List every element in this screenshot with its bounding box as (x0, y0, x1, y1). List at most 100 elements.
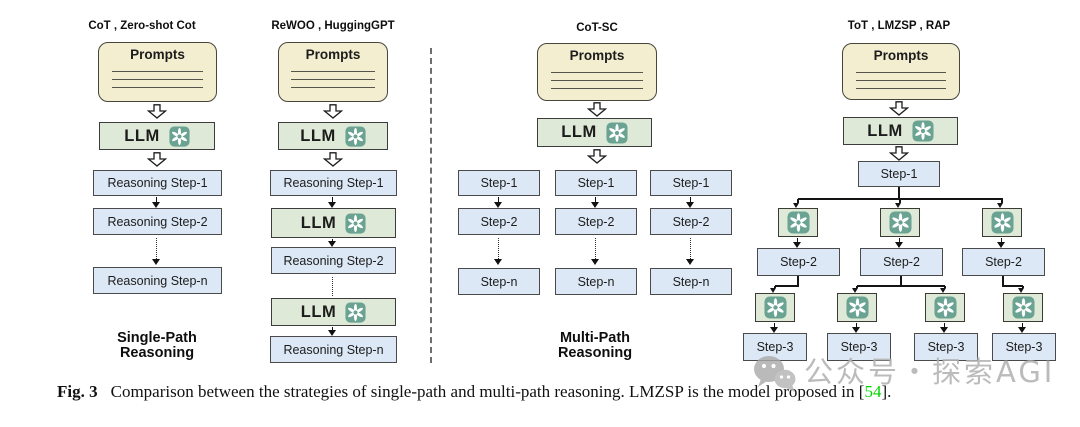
llm-label: LLM (124, 126, 160, 145)
column1-header: CoT , Zero-shot Cot (88, 20, 196, 32)
prompts-label: Prompts (873, 48, 929, 63)
tree-line (775, 285, 799, 287)
llm-icon-box (755, 293, 795, 322)
prompts-box: Prompts (98, 42, 217, 102)
llm-box: LLM (271, 208, 396, 238)
dashed-divider (430, 48, 432, 363)
step-box: Step-1 (858, 161, 940, 187)
arrow-connector (591, 197, 600, 208)
tree-line (798, 198, 1003, 200)
tree-line (797, 276, 799, 285)
step-box: Step-2 (555, 208, 637, 235)
step-box: Step-2 (860, 248, 943, 276)
arrow-connector (1018, 286, 1024, 293)
llm-icon-box (778, 208, 818, 237)
arrow-connector (328, 327, 337, 336)
column4-header: ToT , LMZSP , RAP (847, 20, 951, 32)
down-arrow-icon (323, 104, 343, 119)
arrow-connector (770, 286, 776, 293)
arrow-connector (895, 238, 904, 248)
arrow-connector (895, 199, 901, 208)
tree-line (898, 187, 900, 198)
arrow-connector (940, 323, 949, 333)
arrow-connector (494, 197, 503, 208)
step-box: Step-n (458, 268, 540, 295)
prompt-line (290, 79, 376, 80)
wechat-icon (754, 356, 796, 392)
prompts-label: Prompts (130, 47, 185, 62)
llm-box: LLM (843, 117, 958, 145)
arrow-connector (852, 286, 858, 293)
reasoning-step-box: Reasoning Step-2 (271, 247, 396, 274)
tree-line (900, 276, 902, 285)
llm-box: LLM (99, 122, 215, 150)
down-arrow-icon (323, 152, 343, 167)
llm-label: LLM (867, 121, 903, 140)
step-box: Step-2 (458, 208, 540, 235)
openai-logo-icon (606, 122, 628, 144)
watermark: 公众号・探索AGI (752, 352, 1055, 394)
arrow-connector (770, 323, 779, 333)
step-box: Step-2 (757, 248, 840, 276)
tree-line (1002, 285, 1023, 287)
openai-logo-icon (787, 211, 810, 234)
llm-icon-box (1003, 293, 1043, 322)
dotted-arrow-connector (152, 238, 161, 265)
down-arrow-icon (147, 152, 167, 167)
step-box: Step-3 (992, 333, 1056, 361)
prompts-label: Prompts (569, 48, 625, 63)
llm-icon-box (982, 208, 1022, 237)
column3-header: CoT-SC (576, 22, 618, 34)
llm-box: LLM (278, 122, 388, 150)
tree-line (857, 285, 945, 287)
llm-label: LLM (561, 123, 597, 141)
openai-logo-icon (345, 213, 366, 234)
openai-logo-icon (169, 126, 190, 147)
arrow-connector (940, 286, 946, 293)
reasoning-step-box: Reasoning Step-2 (93, 208, 222, 235)
prompt-line (855, 88, 947, 89)
openai-logo-icon (889, 211, 912, 234)
arrow-connector (686, 197, 695, 208)
step-box: Step-2 (962, 248, 1045, 276)
arrow-connector (852, 323, 861, 333)
openai-logo-icon (345, 302, 366, 323)
down-arrow-icon (889, 101, 909, 116)
multi-path-label: Multi-Path Reasoning (557, 330, 633, 361)
reasoning-step-box: Reasoning Step-1 (93, 170, 222, 196)
dotted-arrow-connector (686, 238, 695, 265)
llm-label: LLM (300, 213, 337, 232)
arrow-connector (328, 239, 337, 247)
step-box: Step-n (650, 268, 732, 295)
watermark-text: 公众号・探索AGI (804, 355, 1056, 389)
prompts-box: Prompts (278, 42, 388, 102)
llm-label: LLM (300, 302, 337, 321)
prompt-line (290, 71, 376, 72)
step-box: Step-1 (555, 170, 637, 196)
single-path-label: Single-Path Reasoning (117, 330, 197, 361)
openai-logo-icon (764, 296, 787, 319)
openai-logo-icon (991, 211, 1014, 234)
prompt-line (290, 87, 376, 88)
prompts-box: Prompts (537, 43, 657, 101)
column2-header: ReWOO , HuggingGPT (271, 20, 395, 32)
prompt-line (855, 72, 947, 73)
arrow-connector (793, 199, 799, 208)
llm-box: LLM (537, 118, 652, 147)
step-box: Step-1 (458, 170, 540, 196)
prompt-line (855, 80, 947, 81)
openai-logo-icon (934, 296, 957, 319)
step-box: Step-3 (914, 333, 978, 361)
prompt-line (550, 80, 644, 81)
prompt-line (550, 88, 644, 89)
llm-icon-box (925, 293, 965, 322)
llm-box: LLM (271, 298, 396, 326)
llm-icon-box (837, 293, 877, 322)
caption-text: Comparison between the strategies of sin… (110, 382, 865, 401)
prompt-line (550, 72, 644, 73)
prompt-line (111, 79, 204, 80)
step-box: Step-1 (650, 170, 732, 196)
step-box: Step-3 (827, 333, 891, 361)
